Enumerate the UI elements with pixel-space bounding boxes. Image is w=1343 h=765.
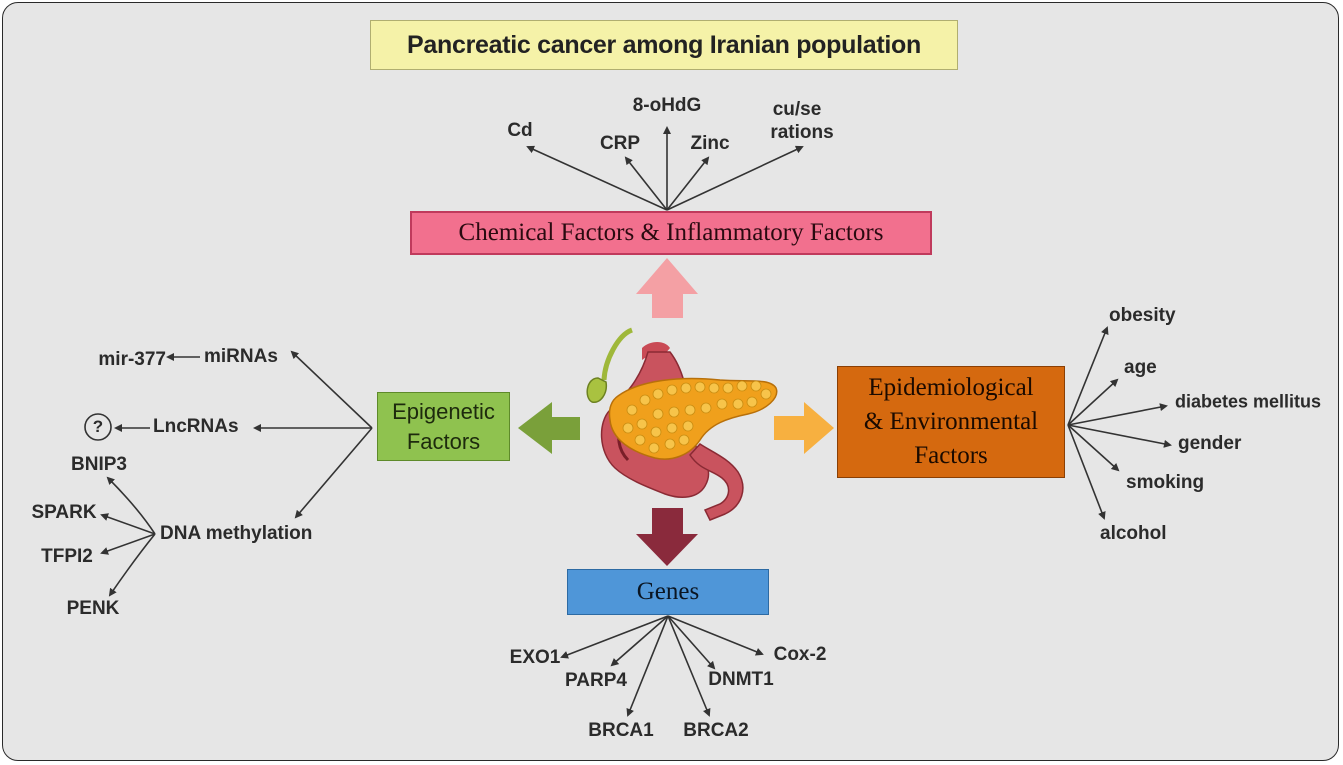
unknown-circle <box>84 413 112 441</box>
connector-dna-methylation <box>294 427 373 519</box>
label-penk: PENK <box>66 598 120 619</box>
chemical-block-arrow <box>636 258 698 318</box>
genes-block-arrow <box>636 508 698 566</box>
connector-dnmt1 <box>667 615 716 670</box>
diagram-title: Pancreatic cancer among Iranian populati… <box>370 20 958 70</box>
label-tfpi2: TFPI2 <box>41 546 93 567</box>
connector-age <box>1067 378 1119 426</box>
genes-label: Genes <box>636 578 700 605</box>
connector-parp4 <box>610 615 669 667</box>
epigenetic-label-line2: Factors <box>406 428 481 454</box>
label-parp4: PARP4 <box>565 670 627 691</box>
connector-zinc <box>666 156 710 211</box>
label-diabetes-mellitus: diabetes mellitus <box>1175 391 1322 412</box>
diagram-title-text: Pancreatic cancer among Iranian populati… <box>407 30 921 59</box>
label-bnip3: BNIP3 <box>71 454 127 475</box>
label-mirnas: miRNAs <box>204 346 278 367</box>
connector-crp <box>624 156 668 211</box>
label-smoking: smoking <box>1126 472 1205 493</box>
connector-bnip3 <box>106 476 156 535</box>
epigenetic-block-arrow <box>518 402 580 454</box>
connector-penk <box>108 533 156 597</box>
label-spark: SPARK <box>31 502 97 523</box>
connector-smoking <box>1067 424 1120 472</box>
connector-cuse <box>666 145 804 211</box>
epidemiological-label-line3: Factors <box>914 442 988 469</box>
epigenetic-factors-box: Epigenetic Factors <box>377 392 510 461</box>
epigenetic-connectors <box>100 350 373 597</box>
chemical-factors-label: Chemical Factors & Inflammatory Factors <box>458 219 884 246</box>
label-age: age <box>1124 357 1157 378</box>
label-cd: Cd <box>507 120 533 141</box>
epidemiological-factors-box: Epidemiological & Environmental Factors <box>837 366 1065 478</box>
label-obesity: obesity <box>1109 305 1176 326</box>
label-brca2: BRCA2 <box>683 720 749 741</box>
label-cox2: Cox-2 <box>773 644 827 665</box>
connector-exo1 <box>560 615 669 659</box>
label-lncrnas: LncRNAs <box>153 416 239 437</box>
label-dnmt1: DNMT1 <box>708 669 774 690</box>
label-dna-methylation: DNA methylation <box>160 523 313 544</box>
genes-box: Genes <box>567 569 769 615</box>
connector-gender <box>1067 424 1172 448</box>
connector-tfpi2 <box>100 533 156 555</box>
label-brca1: BRCA1 <box>588 720 654 741</box>
connector-spark <box>100 513 156 535</box>
chemical-factors-box: Chemical Factors & Inflammatory Factors <box>410 211 932 255</box>
environment-block-arrow <box>774 402 834 454</box>
connector-brca1 <box>626 615 669 717</box>
epidemiological-label-line1: Epidemiological <box>868 374 1034 401</box>
label-zinc: Zinc <box>690 133 730 154</box>
environment-connectors <box>1067 326 1172 520</box>
epidemiological-label-line2: & Environmental <box>863 408 1039 435</box>
label-8ohdg: 8-oHdG <box>632 95 702 116</box>
connector-alcohol <box>1067 424 1106 520</box>
pancreas-illustration <box>586 327 778 521</box>
label-gender: gender <box>1178 433 1242 454</box>
label-alcohol: alcohol <box>1100 523 1167 544</box>
connector-mirnas <box>290 350 373 429</box>
label-crp: CRP <box>599 133 641 154</box>
epigenetic-label-line1: Epigenetic <box>392 398 495 424</box>
label-exo1: EXO1 <box>509 647 561 668</box>
connector-brca2 <box>667 615 711 717</box>
connector-diabetes <box>1067 403 1168 426</box>
connector-cd <box>526 145 668 211</box>
connector-obesity <box>1067 326 1109 426</box>
label-cuse: cu/se <box>772 99 822 120</box>
label-mir377: mir-377 <box>98 349 166 370</box>
gene-connectors <box>560 615 764 717</box>
label-unknown: ? <box>92 417 104 436</box>
connector-cox2 <box>667 615 764 656</box>
chemical-connectors <box>526 126 804 211</box>
label-rations: rations <box>770 122 834 143</box>
